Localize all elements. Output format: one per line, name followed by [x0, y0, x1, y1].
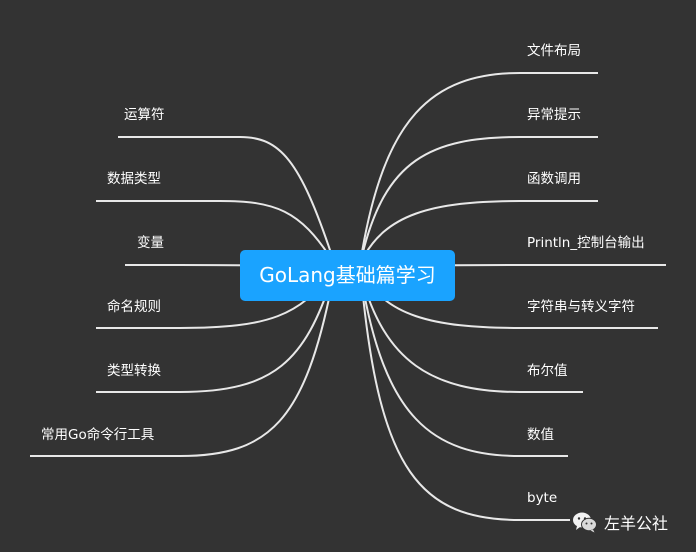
wechat-icon — [573, 512, 597, 533]
connector-right-7 — [361, 281, 568, 457]
connector-right-1 — [361, 72, 598, 253]
central-topic[interactable]: GoLang基础篇学习 — [240, 250, 455, 301]
connector-left-5 — [96, 277, 333, 393]
branch-label-type-conversion[interactable]: 类型转换 — [107, 363, 161, 379]
branch-label-function-calls[interactable]: 函数调用 — [527, 171, 581, 187]
branch-label-naming-rules[interactable]: 命名规则 — [107, 299, 161, 315]
branch-label-booleans[interactable]: 布尔值 — [527, 363, 568, 379]
connector-left-2 — [96, 200, 333, 261]
branch-label-data-types[interactable]: 数据类型 — [107, 171, 161, 187]
connector-right-8 — [361, 285, 570, 521]
branch-label-error-hints[interactable]: 异常提示 — [527, 107, 581, 123]
branch-label-numbers[interactable]: 数值 — [527, 427, 554, 443]
connector-right-2 — [361, 136, 598, 257]
branch-label-variables[interactable]: 变量 — [137, 235, 164, 251]
branch-label-println-console[interactable]: Println_控制台输出 — [527, 235, 645, 251]
connector-left-1 — [118, 136, 333, 257]
connector-right-3 — [361, 200, 598, 261]
branch-label-go-cli-tools[interactable]: 常用Go命令行工具 — [41, 427, 155, 443]
branch-label-byte[interactable]: byte — [527, 490, 558, 506]
watermark-text: 左羊公社 — [604, 514, 669, 533]
branch-label-file-layout[interactable]: 文件布局 — [527, 43, 581, 59]
watermark: 左羊公社 — [572, 510, 668, 534]
branch-label-strings-escapes[interactable]: 字符串与转义字符 — [527, 299, 635, 315]
connector-right-6 — [361, 277, 583, 393]
branch-label-operators[interactable]: 运算符 — [124, 107, 165, 123]
connector-left-6 — [30, 283, 333, 457]
